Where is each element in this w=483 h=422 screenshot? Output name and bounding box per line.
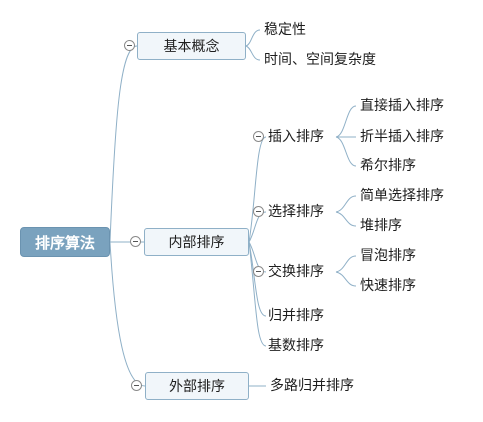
- node-swap[interactable]: 交换排序: [268, 264, 324, 280]
- collapse-basic-icon[interactable]: [124, 40, 135, 51]
- node-radix[interactable]: 基数排序: [268, 338, 324, 354]
- node-basic-label: 基本概念: [163, 39, 220, 55]
- leaf-shell-sort[interactable]: 希尔排序: [360, 158, 416, 174]
- leaf-multiway-merge[interactable]: 多路归并排序: [270, 378, 354, 394]
- node-select[interactable]: 选择排序: [268, 204, 324, 220]
- connector-swap-2: [335, 271, 357, 287]
- node-external[interactable]: 外部排序: [145, 372, 249, 400]
- connector-internal-merge: [248, 241, 267, 317]
- collapse-swap-icon[interactable]: [253, 266, 264, 277]
- leaf-binary-insert[interactable]: 折半插入排序: [360, 129, 444, 145]
- node-internal-label: 内部排序: [168, 235, 225, 251]
- node-insert[interactable]: 插入排序: [268, 129, 324, 145]
- leaf-bubble-sort[interactable]: 冒泡排序: [360, 248, 416, 264]
- leaf-complexity[interactable]: 时间、空间复杂度: [264, 52, 376, 68]
- connector-basic-1: [245, 29, 261, 47]
- connector-select-2: [335, 211, 357, 227]
- connector-root-external: [109, 241, 146, 387]
- connector-internal-radix: [248, 241, 267, 347]
- connector-insert-1: [335, 105, 357, 138]
- connector-basic-2: [245, 45, 261, 61]
- collapse-external-icon[interactable]: [131, 380, 142, 391]
- root-label: 排序算法: [34, 233, 95, 252]
- collapse-internal-icon[interactable]: [130, 236, 141, 247]
- node-external-label: 外部排序: [169, 379, 225, 395]
- collapse-insert-icon[interactable]: [253, 131, 264, 142]
- leaf-quick-sort[interactable]: 快速排序: [360, 278, 416, 294]
- node-basic[interactable]: 基本概念: [137, 32, 246, 60]
- collapse-select-icon[interactable]: [253, 206, 264, 217]
- leaf-direct-insert[interactable]: 直接插入排序: [360, 98, 444, 114]
- connector-internal-insert: [248, 136, 267, 243]
- connector-root-basic: [109, 45, 138, 243]
- connector-swap-1: [335, 255, 357, 273]
- leaf-simple-select[interactable]: 简单选择排序: [360, 188, 444, 204]
- leaf-heap-sort[interactable]: 堆排序: [360, 218, 402, 234]
- node-internal[interactable]: 内部排序: [144, 228, 249, 256]
- leaf-stability[interactable]: 稳定性: [264, 22, 306, 38]
- connector-insert-3: [335, 136, 357, 167]
- root-node[interactable]: 排序算法: [20, 227, 110, 257]
- connector-select-1: [335, 195, 357, 213]
- node-merge[interactable]: 归并排序: [268, 308, 324, 324]
